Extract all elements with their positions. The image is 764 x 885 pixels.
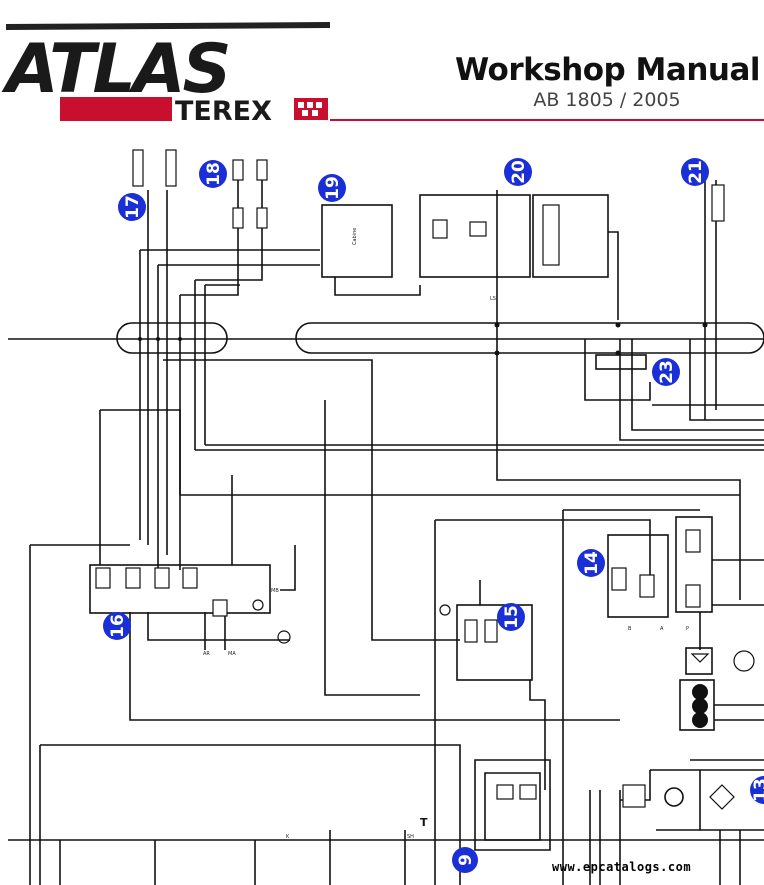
callout-13: 13 <box>750 776 764 804</box>
svg-text:9: 9 <box>456 854 476 866</box>
port-label-ma: MA <box>228 651 236 657</box>
svg-text:16: 16 <box>108 614 128 638</box>
tank-label-t: T <box>420 816 428 829</box>
svg-text:17: 17 <box>123 195 143 219</box>
svg-text:23: 23 <box>657 360 677 384</box>
svg-text:14: 14 <box>582 551 602 575</box>
svg-text:18: 18 <box>204 162 224 186</box>
svg-text:21: 21 <box>686 160 706 184</box>
logo-top-bar <box>6 22 330 30</box>
callout-21: 21 <box>681 158 709 186</box>
port-label-p: P <box>686 626 689 632</box>
callout-23: 23 <box>652 358 680 386</box>
callout-17: 17 <box>118 193 146 221</box>
svg-text:20: 20 <box>509 160 529 184</box>
callout-16: 16 <box>103 612 131 640</box>
header-divider <box>330 119 764 121</box>
port-label-a: A <box>660 626 664 632</box>
port-label-sh: SH <box>407 834 414 840</box>
callout-15: 15 <box>497 603 525 631</box>
port-label-ar: AR <box>203 651 210 657</box>
svg-text:13: 13 <box>751 778 764 802</box>
cabin-label: Cabine <box>352 228 358 245</box>
logo-red-bar <box>60 97 172 121</box>
logo-terex-mark-icon <box>294 98 328 120</box>
callout-19: 19 <box>318 174 346 202</box>
svg-text:15: 15 <box>502 605 522 629</box>
callout-20: 20 <box>504 158 532 186</box>
port-label-ls: LS <box>490 296 496 302</box>
svg-text:19: 19 <box>323 176 343 200</box>
port-label-k: K <box>286 834 290 840</box>
callout-14: 14 <box>577 549 605 577</box>
model-subtitle: AB 1805 / 2005 <box>533 89 681 111</box>
port-label-b: B <box>628 626 632 632</box>
logo-atlas-text: ATLAS <box>1 30 228 109</box>
callout-9: 9 <box>452 847 478 873</box>
callout-18: 18 <box>199 160 227 188</box>
logo-terex-text: TEREX <box>175 96 272 127</box>
port-label-mb: MB <box>271 588 279 594</box>
page-title: Workshop Manual <box>454 52 761 88</box>
hydraulic-schematic: Cabine AR MB MA K SH LS A B P T 17 18 19… <box>8 149 764 885</box>
atlas-terex-logo: ATLAS TEREX <box>1 22 330 127</box>
footer-watermark-url: www.epcatalogs.com <box>552 860 692 874</box>
